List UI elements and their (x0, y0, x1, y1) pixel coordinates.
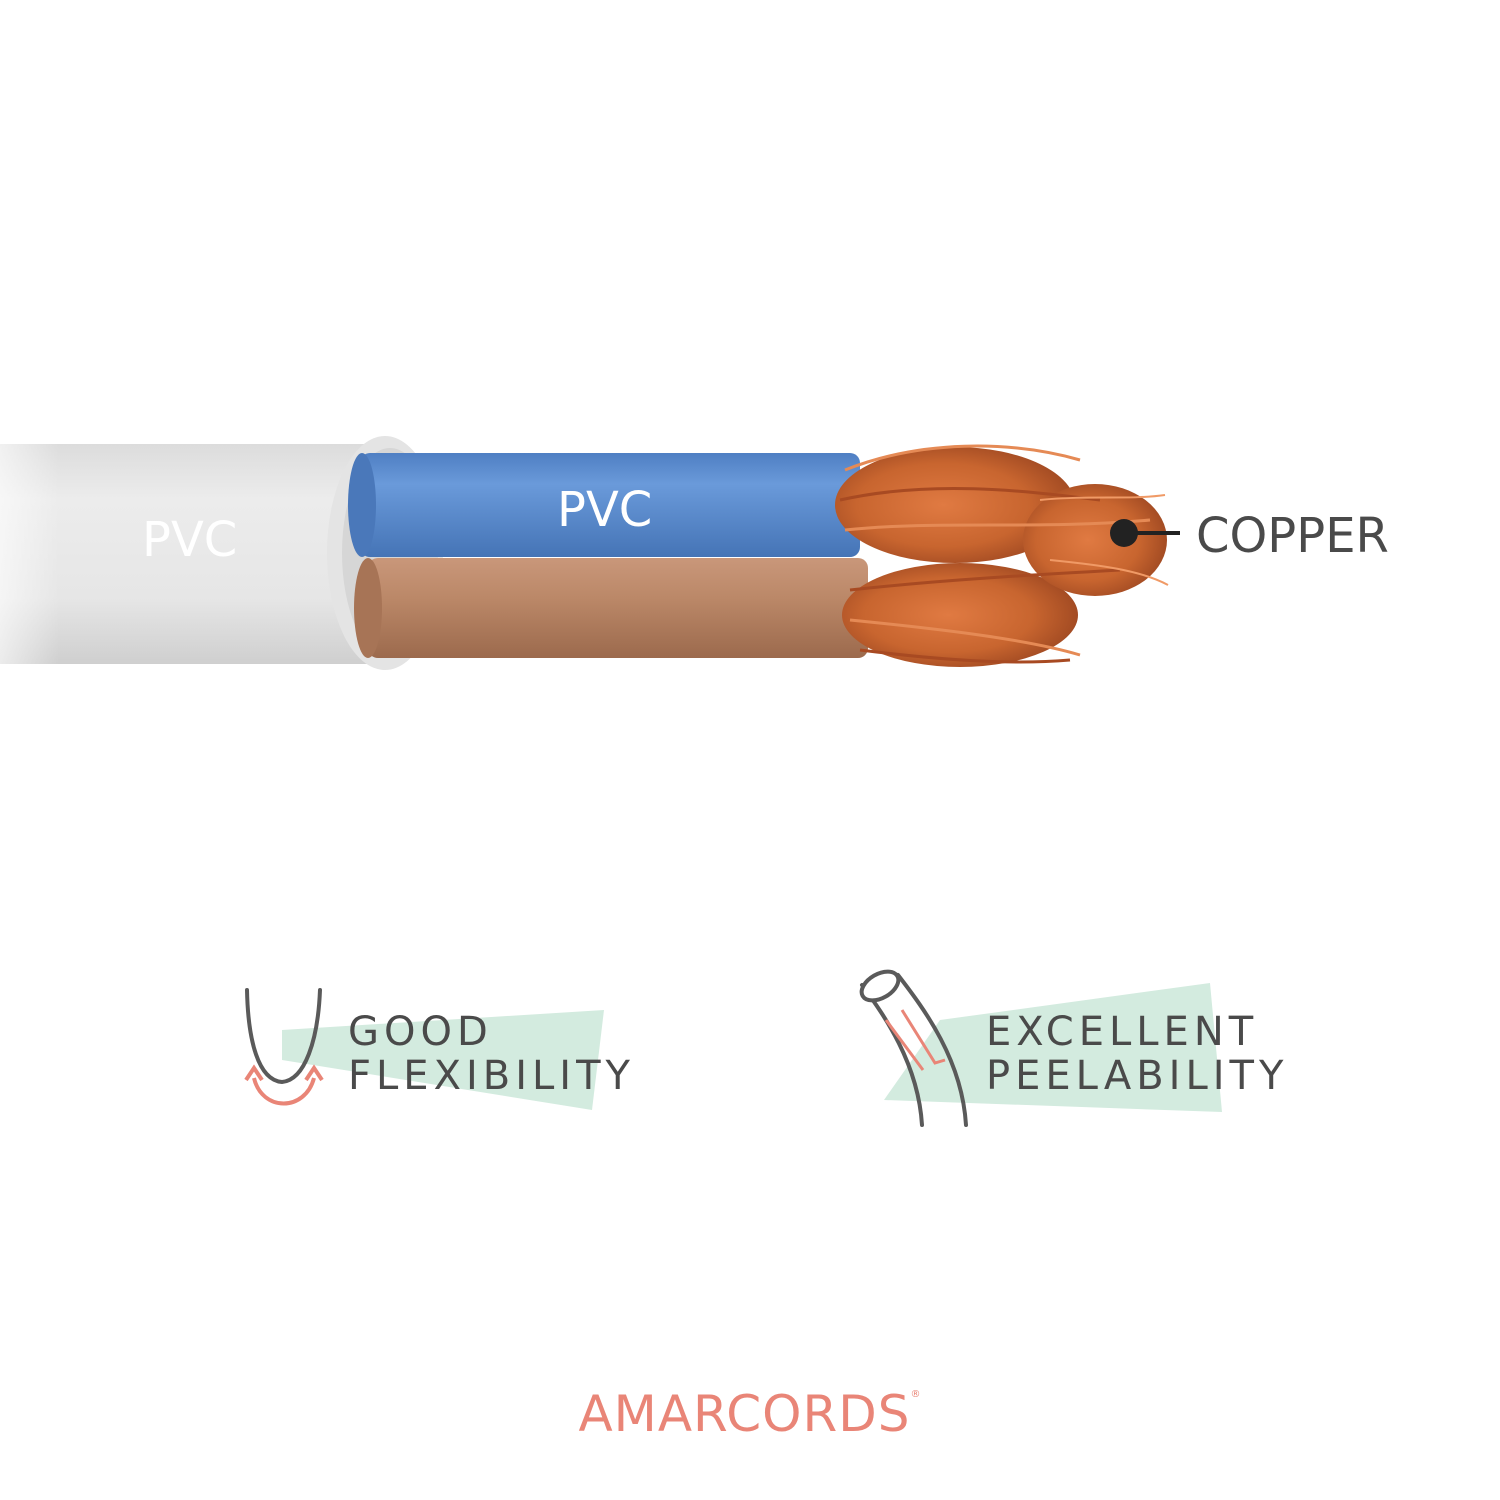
conductor-label: COPPER (1196, 508, 1389, 564)
feature-peelability-line2: PEELABILITY (986, 1053, 1289, 1099)
brown-wire (354, 558, 868, 658)
brand-name: AMARCORDS (578, 1385, 911, 1443)
feature-flexibility-line1: GOOD (348, 1009, 493, 1055)
outer-sheath-label: PVC (142, 512, 238, 568)
feature-peelability-line1: EXCELLENT (986, 1009, 1259, 1055)
peelability-highlight (884, 983, 1222, 1112)
flexibility-highlight (282, 1010, 604, 1110)
feature-peelability: EXCELLENT PEELABILITY (986, 1010, 1288, 1098)
feature-flexibility: GOOD FLEXIBILITY (348, 1010, 635, 1098)
copper-strands (835, 444, 1169, 667)
inner-insulation-label: PVC (557, 482, 653, 538)
flexibility-icon (244, 988, 324, 1106)
peelability-icon (859, 969, 968, 1127)
blue-wire (348, 453, 860, 557)
brand-logo: AMARCORDS® (0, 1385, 1500, 1443)
feature-flexibility-line2: FLEXIBILITY (348, 1053, 635, 1099)
copper-leader (1110, 519, 1180, 547)
brand-registered-mark: ® (910, 1389, 922, 1400)
